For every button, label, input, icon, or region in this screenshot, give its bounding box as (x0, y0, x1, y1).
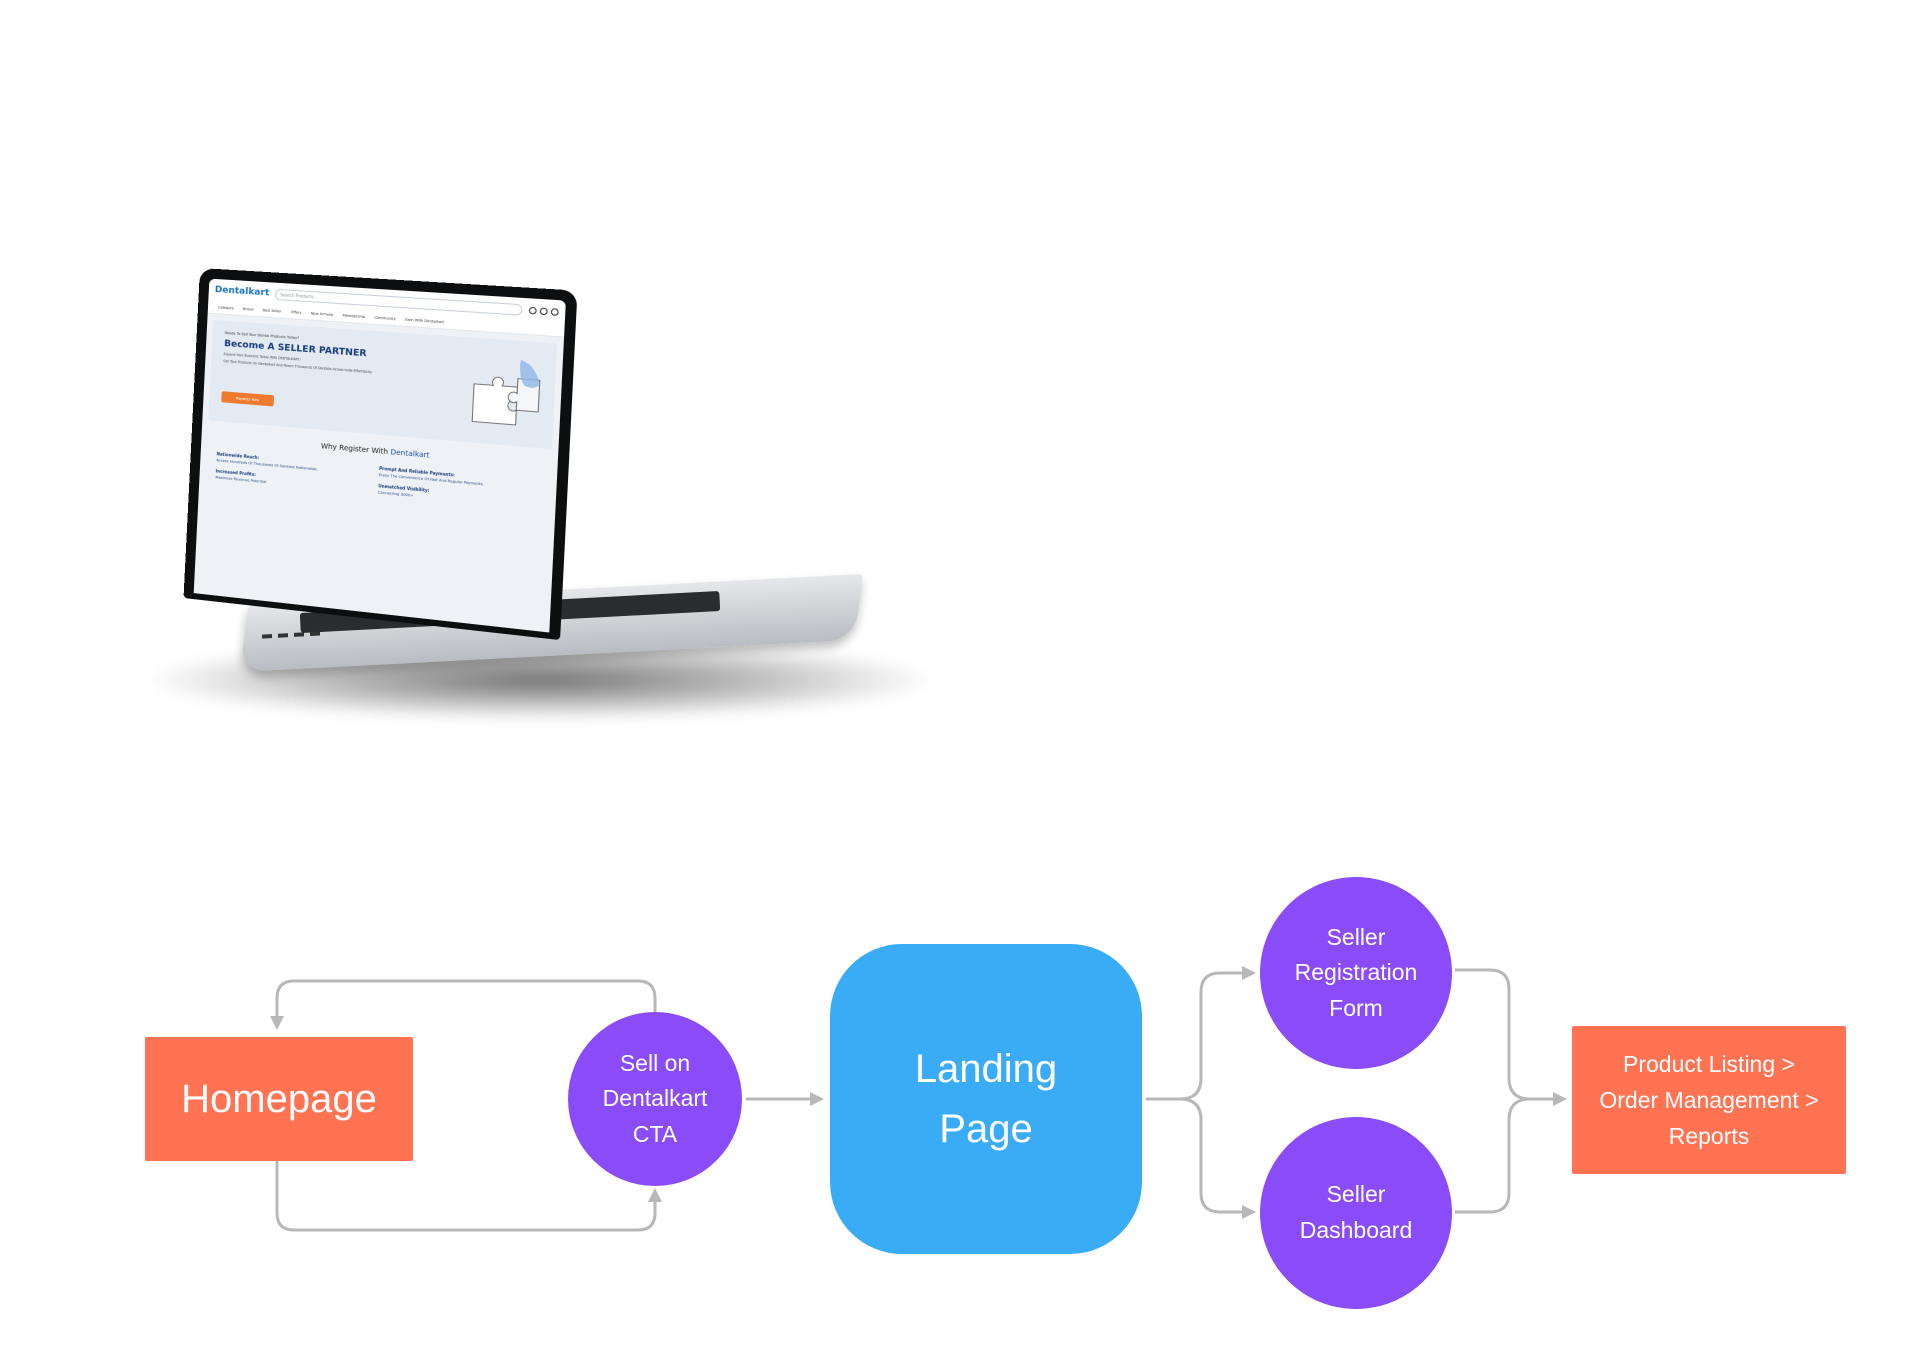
website-screenshot: Dentalkart Search Products... Category B… (193, 278, 566, 633)
nav-item-community: Community (374, 315, 396, 322)
wishlist-icon (550, 307, 559, 316)
connector-dashboard-to-product (1455, 1097, 1531, 1214)
seller-dashboard-node: Seller Dashboard (1260, 1117, 1452, 1309)
connector-landing-to-registration (1146, 971, 1243, 1101)
connector-landing-to-dashboard (1179, 1097, 1243, 1214)
arrowhead-up (648, 1188, 662, 1202)
account-icon (528, 306, 537, 315)
puzzle-partnership-illustration (468, 359, 548, 431)
sell-on-dentalkart-cta-node: Sell on Dentalkart CTA (568, 1012, 742, 1186)
seller-registration-label: Seller Registration Form (1294, 923, 1418, 1021)
nav-item-earn: Earn With Dentalkart (405, 317, 445, 325)
product-listing-label: Product Listing > Order Management > Rep… (1599, 1050, 1819, 1150)
why-register-brand: Dentalkart (390, 448, 430, 460)
nav-item-best-seller: Best Seller (262, 308, 282, 314)
seller-dashboard-label: Seller Dashboard (1299, 1181, 1413, 1243)
sell-cta-label: Sell on Dentalkart CTA (602, 1049, 708, 1147)
cart-icon (539, 306, 548, 315)
nav-item-offers: Offers (290, 310, 302, 315)
why-register-prefix: Why Register With (320, 442, 389, 457)
nav-item-category: Category (217, 305, 235, 311)
connector-registration-to-product (1455, 968, 1554, 1101)
product-listing-node: Product Listing > Order Management > Rep… (1572, 1026, 1846, 1174)
connector-homepage-to-cta (275, 1161, 657, 1232)
site-hero: Ready To Sell Your Dental Products Today… (208, 320, 558, 450)
nav-item-membership: Membership (342, 313, 366, 320)
arrowhead-right (1242, 966, 1256, 980)
laptop-mockup: Dentalkart Search Products... Category B… (0, 0, 1000, 760)
nav-item-brand: Brand (242, 306, 254, 312)
register-now-button: Register Now (221, 391, 275, 407)
site-header-icons (528, 306, 559, 316)
seller-registration-form-node: Seller Registration Form (1260, 877, 1452, 1069)
site-logo: Dentalkart (214, 284, 270, 299)
laptop-bezel: Dentalkart Search Products... Category B… (183, 268, 578, 641)
laptop-screen: Dentalkart Search Products... Category B… (183, 268, 593, 652)
landing-page-label: Landing Page (914, 1047, 1058, 1151)
arrowhead-right (810, 1092, 824, 1106)
nav-item-new-arrivals: New Arrivals (310, 311, 334, 317)
arrowhead-right (1553, 1092, 1567, 1106)
connector-cta-to-homepage (275, 979, 657, 1018)
arrowhead-down (270, 1016, 284, 1030)
homepage-label: Homepage (181, 1076, 377, 1121)
arrowhead-right (1242, 1205, 1256, 1219)
homepage-node: Homepage (145, 1037, 413, 1161)
landing-page-node: Landing Page (830, 944, 1142, 1254)
benefit-text: Connecting 3000+ (377, 490, 414, 498)
